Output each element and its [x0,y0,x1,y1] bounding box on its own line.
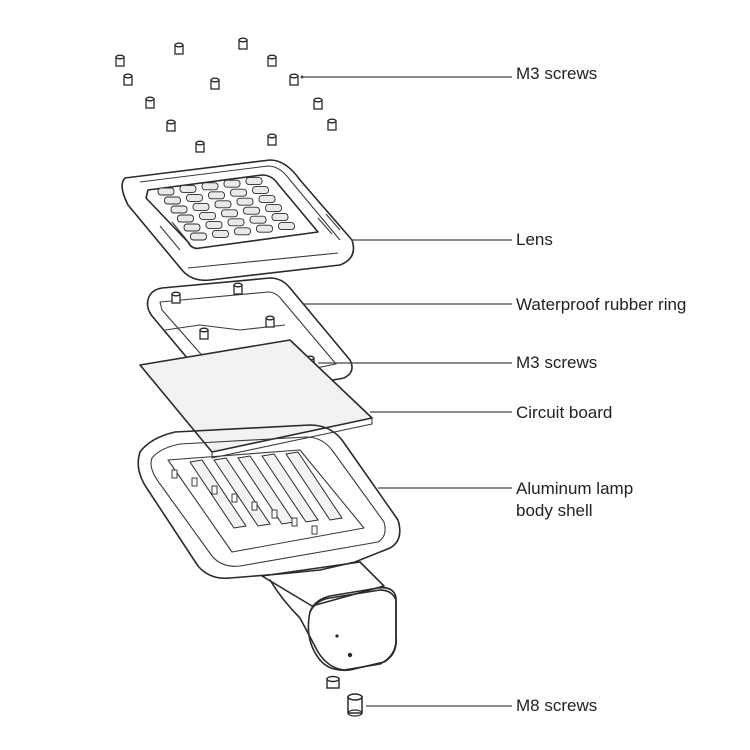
lens-cell [249,215,267,224]
heatsink-fin [189,459,247,529]
lens-cell [227,218,245,227]
lens-cell [256,224,273,233]
m3-screw-post [233,282,243,295]
tray-boss [191,477,198,487]
label-lens: Lens [516,230,553,249]
m3-screw [267,133,277,146]
tray-boss [291,517,298,527]
lens-cell [230,188,247,197]
lens-cell [221,209,238,218]
m3-screw-post [265,315,275,328]
lens-cell [199,211,216,220]
lamp-body-shell-part [137,424,401,672]
m3-screws-top-group [115,37,337,153]
lens-cell [258,195,276,204]
m3-screw [195,140,205,153]
circuit-board-part [139,339,373,459]
lens-cell [164,196,181,205]
m8-screws-group [326,675,363,717]
lens-cell [205,220,223,229]
lens-cell [177,214,194,223]
tray-boss [311,525,318,535]
label-m3-screws-mid: M3 screws [516,353,598,372]
lens-cell [245,177,263,186]
m3-screw [174,42,184,55]
lens-cell [271,213,289,222]
m3-screw-post [199,327,209,340]
label-circuit-board: Circuit board [516,403,613,422]
lens-cell [157,187,175,196]
tray-boss [231,493,238,503]
lens-cell [252,186,269,195]
label-m3-screws-top: M3 screws [516,64,598,83]
m3-screw [289,73,299,86]
m3-screw [267,54,277,67]
lens-led-grid [157,177,295,241]
heatsink-fin [285,451,343,521]
lens-part [121,159,355,282]
label-m8-screws: M8 screws [516,696,598,715]
heatsink-fins-group [171,451,343,535]
heatsink-fin [261,453,319,523]
tray-boss [171,469,178,479]
label-aluminum-lamp-body-shell: Aluminum lamp body shell [516,479,634,520]
label-waterproof-rubber-ring: Waterproof rubber ring [516,295,687,314]
lens-cell [212,229,229,238]
lens-cell [278,222,295,231]
lens-cell [183,223,201,232]
lens-cell [214,200,232,209]
tray-boss [271,509,278,519]
lens-cell [234,227,251,236]
m3-screw [313,97,323,110]
m3-screw [115,54,125,67]
m3-screw [166,119,176,132]
lens-cell [201,182,219,191]
m3-screw [145,96,155,109]
m3-screw [210,77,220,90]
lens-cell [190,232,207,241]
m3-screw [327,118,337,131]
lens-cell [265,204,282,213]
lens-cell [186,193,203,202]
leader-lines [300,75,512,707]
m3-screw-post [171,291,181,304]
lens-cell [223,179,241,188]
lens-cell [236,197,254,206]
tray-boss [251,501,258,511]
lens-cell [170,205,188,214]
lens-cell [208,191,225,200]
m3-screw [238,37,248,50]
lens-cell [179,184,197,193]
lens-cell [192,202,210,211]
tray-boss [211,485,218,495]
m3-screw [123,73,133,86]
lens-cell [243,206,260,215]
